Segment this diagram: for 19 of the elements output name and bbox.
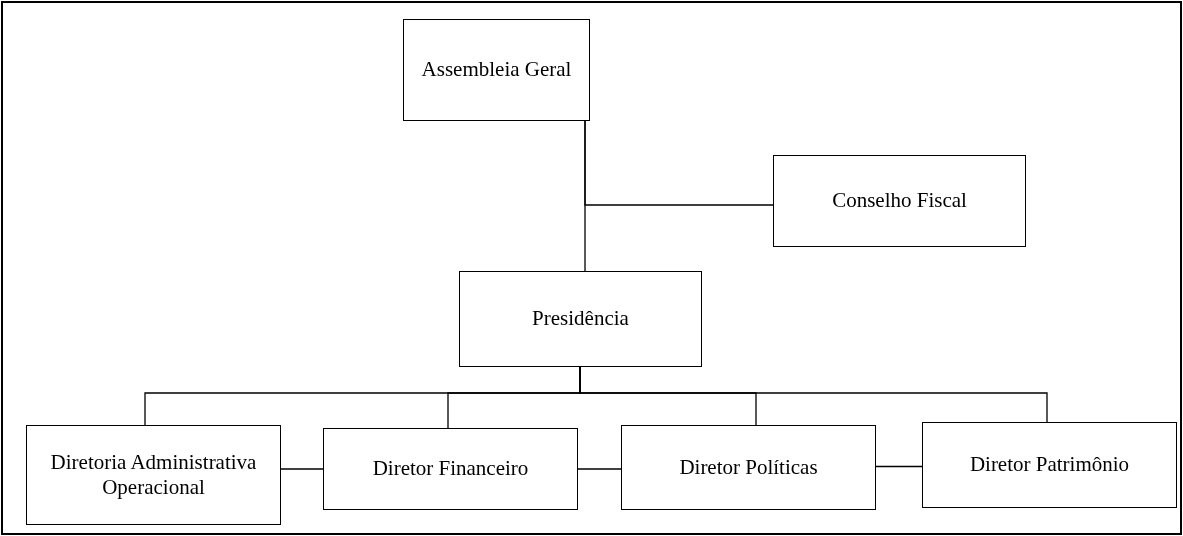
connector-line (577, 468, 622, 470)
org-box (403, 19, 590, 121)
box-label: Diretor Políticas (679, 454, 818, 481)
org-box (459, 271, 702, 367)
box-label: Diretor Patrimônio (969, 452, 1130, 478)
org-box (922, 422, 1177, 508)
org-box (773, 155, 1026, 247)
connector-line (584, 120, 774, 206)
connector-line (280, 468, 324, 470)
box-label: Conselho Fiscal (832, 188, 967, 214)
connector-line (875, 465, 923, 468)
box-label: Assembleia Geral (421, 57, 572, 83)
box-label: Diretor Financeiro (372, 456, 529, 482)
connector-line (579, 366, 1048, 423)
org-box (323, 428, 578, 510)
org-box (26, 425, 281, 525)
box-label: Presidência (532, 306, 629, 332)
box-label: Diretoria Administrativa Operacional (49, 449, 258, 501)
org-box (621, 425, 876, 510)
